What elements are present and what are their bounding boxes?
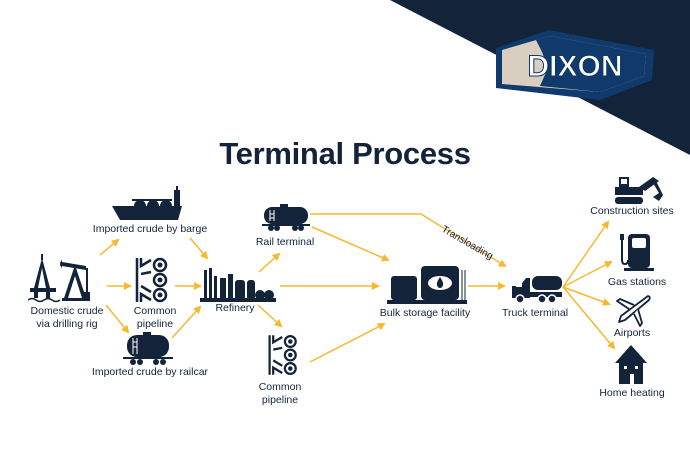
pipeline-1-label-line1: Common (133, 305, 177, 317)
barge-label: Imported crude by barge (92, 223, 208, 235)
home-heating-label: Home heating (599, 387, 665, 399)
pipeline-2-label-line1: Common (258, 381, 302, 393)
bulk-storage-label: Bulk storage facility (379, 307, 471, 319)
node-pipeline-2: Common pipeline (250, 381, 310, 407)
arrow-domestic-railcar (105, 304, 130, 334)
arrow-rail-truck (310, 213, 507, 268)
gas-stations-label: Gas stations (607, 276, 667, 288)
arrow-truck-airports (562, 286, 611, 306)
arrow-railcar-refinery (171, 305, 202, 339)
dixon-logo: DIXON (496, 30, 654, 100)
node-pipeline-1: Common pipeline (125, 305, 185, 331)
rail-terminal-icon (262, 204, 310, 231)
domestic-label-line2: via drilling rig (36, 318, 98, 330)
drilling-rig-icon (28, 254, 90, 303)
gas-pump-icon (620, 234, 654, 271)
barge-ship-icon (112, 186, 182, 220)
airports-label: Airports (613, 327, 651, 339)
page-title: Terminal Process (219, 136, 471, 171)
domestic-label-line1: Domestic crude (30, 305, 104, 317)
node-domestic: Domestic crude via drilling rig (22, 305, 112, 331)
rail-terminal-label: Rail terminal (255, 236, 315, 248)
arrow-refinery-pipeline2 (257, 304, 283, 328)
bulk-storage-icon (387, 266, 467, 304)
pipeline-2-label-line2: pipeline (261, 394, 299, 406)
arrow-truck-construction (562, 220, 610, 288)
pipeline-2-icon (268, 334, 297, 376)
refinery-icon (200, 268, 276, 302)
arrow-truck-gas (562, 261, 613, 288)
pipeline-1-label-line2: pipeline (136, 318, 174, 330)
arrow-rail-bulk (311, 226, 390, 262)
pipeline-icon (135, 257, 168, 303)
excavator-icon (615, 177, 663, 204)
house-icon (615, 345, 647, 384)
arrow-domestic-barge (99, 238, 120, 256)
truck-icon (512, 276, 562, 304)
arrow-refinery-rail (258, 252, 281, 273)
construction-label: Construction sites (590, 205, 674, 217)
arrow-pipeline2-bulk (309, 323, 386, 363)
airplane-icon (616, 295, 651, 327)
railcar-label: Imported crude by railcar (91, 366, 209, 378)
refinery-label: Refinery (215, 302, 255, 314)
truck-terminal-label: Truck terminal (501, 307, 569, 319)
logo-text: DIXON (527, 50, 622, 83)
railcar-icon (123, 332, 173, 365)
arrow-barge-refinery (189, 237, 209, 260)
arrow-truck-home (562, 286, 616, 350)
